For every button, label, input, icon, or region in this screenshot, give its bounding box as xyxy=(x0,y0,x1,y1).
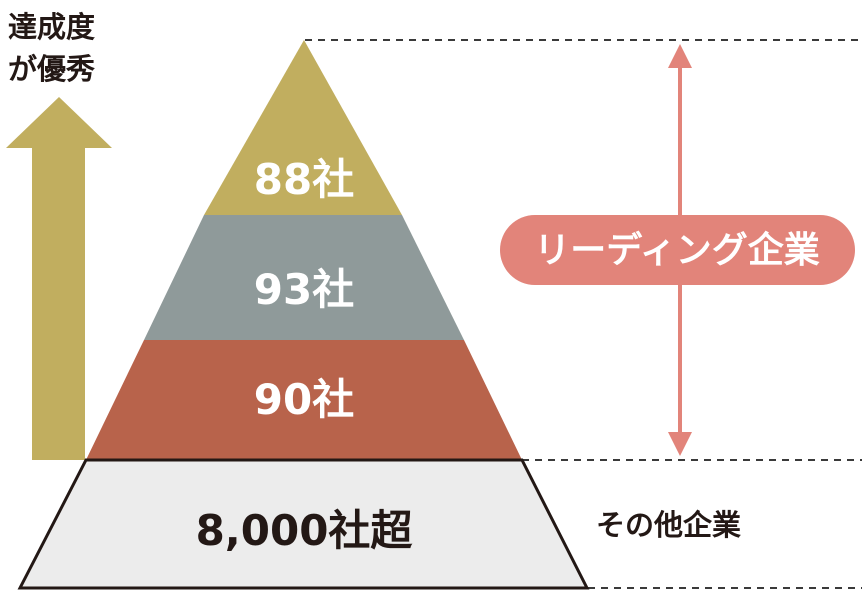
pyramid-tier-second xyxy=(144,215,464,340)
pyramid-tier-third xyxy=(86,340,522,460)
tier-label-top: 88社 xyxy=(254,155,354,204)
pyramid-tier-base xyxy=(17,458,590,590)
tier-label-second: 93社 xyxy=(254,265,354,314)
tier-label-third: 90社 xyxy=(254,375,354,424)
pyramid-tier-top xyxy=(204,40,402,215)
leading-range-arrowhead-top xyxy=(668,44,692,68)
achievement-arrow xyxy=(6,97,112,460)
tier-label-base: 8,000社超 xyxy=(196,506,414,555)
axis-label-line1: 達成度 xyxy=(8,10,95,44)
other-companies-label: その他企業 xyxy=(596,508,741,542)
leading-companies-label: リーディング企業 xyxy=(534,229,819,271)
leading-companies-pill xyxy=(500,215,855,285)
axis-label-line2: が優秀 xyxy=(8,52,95,86)
leading-range-arrowhead-bottom xyxy=(668,432,692,456)
